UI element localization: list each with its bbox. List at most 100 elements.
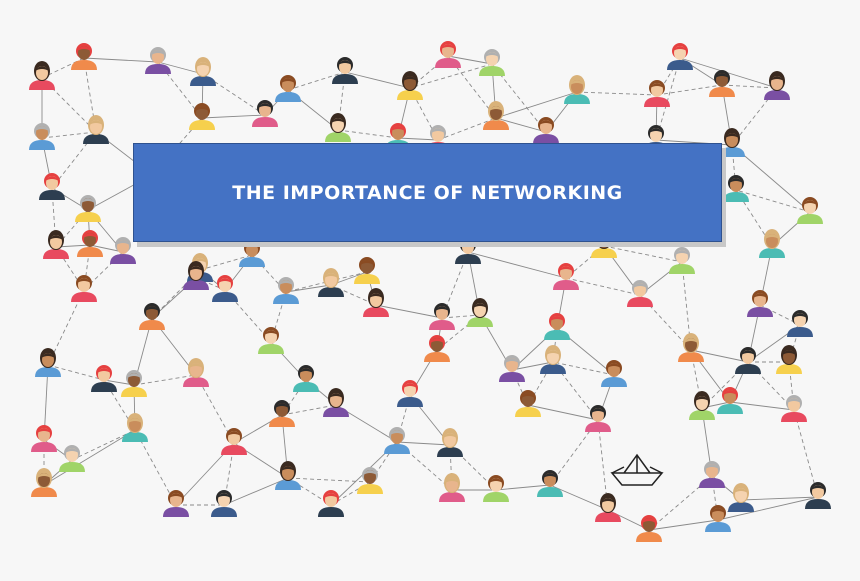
connection-line: [576, 91, 658, 96]
people-nodes: [29, 41, 831, 542]
person-icon: [31, 425, 57, 452]
connection-line: [447, 55, 497, 119]
person-icon: [83, 115, 109, 144]
connection-line: [717, 496, 819, 521]
person-icon: [318, 268, 344, 297]
person-icon: [384, 427, 410, 454]
person-icon: [139, 303, 165, 330]
person-icon: [437, 428, 463, 457]
person-icon: [31, 468, 57, 497]
person-icon: [435, 41, 461, 68]
person-icon: [553, 263, 579, 290]
person-icon: [323, 388, 349, 417]
person-icon: [357, 467, 383, 494]
person-icon: [499, 355, 525, 382]
connection-line: [201, 114, 266, 119]
connection-line: [441, 314, 481, 319]
person-icon: [723, 175, 749, 202]
person-icon: [644, 80, 670, 107]
connection-line: [565, 277, 641, 296]
connection-line: [43, 429, 136, 486]
person-icon: [764, 71, 790, 100]
connection-line: [41, 131, 97, 139]
person-icon: [699, 461, 725, 488]
connection-line: [134, 429, 177, 506]
person-icon: [585, 405, 611, 432]
person-icon: [429, 303, 455, 330]
person-icon: [163, 490, 189, 517]
connection-line: [467, 251, 567, 279]
person-icon: [479, 49, 505, 76]
connection-line: [375, 304, 443, 319]
person-icon: [273, 277, 299, 304]
person-icon: [787, 310, 813, 337]
connection-line: [89, 244, 124, 253]
person-icon: [636, 515, 662, 542]
person-icon: [275, 75, 301, 102]
person-icon: [533, 117, 559, 144]
connection-line: [656, 84, 723, 96]
connection-line: [287, 71, 346, 91]
connection-line: [397, 137, 439, 141]
connection-line: [495, 117, 547, 133]
connection-line: [735, 189, 811, 213]
person-icon: [318, 490, 344, 517]
person-icon: [71, 275, 97, 302]
connection-line: [729, 401, 795, 411]
title-banner: THE IMPORTANCE OF NETWORKING: [133, 143, 722, 242]
person-icon: [397, 380, 423, 407]
connection-line: [495, 484, 551, 491]
person-icon: [258, 327, 284, 354]
person-icon: [91, 365, 117, 392]
connection-line: [437, 117, 497, 141]
person-icon: [189, 103, 215, 130]
person-icon: [121, 370, 147, 397]
person-icon: [275, 461, 301, 490]
connection-line: [83, 57, 97, 133]
connection-line: [285, 284, 332, 293]
connection-line: [690, 349, 749, 363]
person-icon: [759, 229, 785, 258]
person-icon: [122, 413, 148, 442]
connection-line: [195, 277, 226, 291]
person-icon: [29, 61, 55, 90]
person-icon: [35, 348, 61, 377]
person-icon: [325, 113, 351, 142]
person-icon: [212, 275, 238, 302]
person-icon: [747, 290, 773, 317]
connection-line: [223, 477, 289, 506]
person-icon: [467, 298, 493, 327]
person-icon: [595, 493, 621, 522]
connection-line: [495, 91, 578, 119]
person-icon: [669, 247, 695, 274]
connection-line: [83, 57, 159, 63]
connection-line: [648, 519, 719, 531]
person-icon: [293, 365, 319, 392]
connection-line: [552, 361, 599, 421]
connection-line: [639, 294, 692, 351]
person-icon: [439, 473, 465, 502]
person-icon: [29, 123, 55, 150]
connection-line: [731, 144, 811, 213]
person-icon: [540, 345, 566, 374]
person-icon: [776, 345, 802, 374]
person-icon: [59, 445, 85, 472]
connection-line: [549, 484, 609, 511]
person-icon: [805, 482, 831, 509]
person-icon: [728, 483, 754, 512]
person-icon: [397, 71, 423, 100]
person-icon: [735, 347, 761, 374]
person-icon: [483, 475, 509, 502]
person-icon: [709, 70, 735, 97]
connection-line: [396, 441, 453, 491]
connection-line: [199, 254, 253, 271]
person-icon: [183, 261, 209, 290]
person-icon: [354, 257, 380, 284]
person-icon: [252, 100, 278, 127]
person-icon: [515, 390, 541, 417]
connection-line: [740, 496, 819, 501]
person-icon: [537, 470, 563, 497]
person-icon: [269, 400, 295, 427]
page-title: THE IMPORTANCE OF NETWORKING: [232, 181, 623, 204]
paper-boat-icon: [610, 453, 664, 486]
